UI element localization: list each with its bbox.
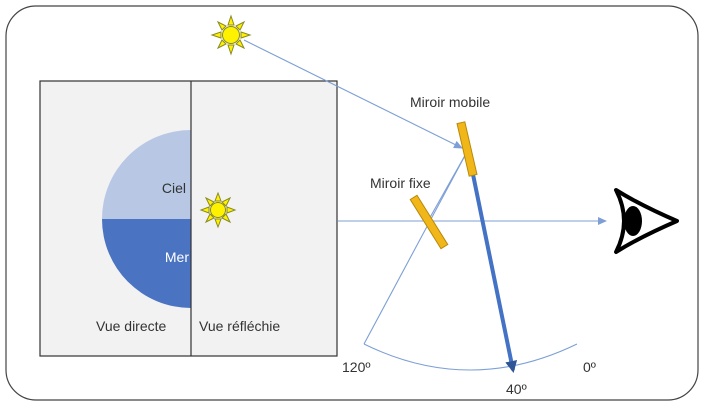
miroir-mobile-label: Miroir mobile: [410, 94, 490, 110]
light-rays: [243, 39, 607, 345]
horizon-view-panel: Ciel Mer Vue directe Vue réfléchie: [39, 80, 338, 357]
index-arm: [466, 149, 518, 373]
arc-left-radius: [363, 149, 469, 345]
angle-40-label: 40º: [506, 381, 527, 397]
mer-label: Mer: [165, 249, 189, 265]
sun-ray-to-mobile-mirror: [243, 39, 463, 149]
fixed-mirror: [409, 194, 449, 250]
sun-icon: [199, 191, 237, 229]
mobile-mirror: [456, 121, 478, 177]
angle-0-label: 0º: [583, 359, 596, 375]
miroir-fixe-label: Miroir fixe: [370, 175, 431, 191]
vue-reflechie-label: Vue réfléchie: [199, 318, 280, 334]
sea-half-disk: [102, 219, 191, 308]
sun-icon: [210, 14, 252, 56]
angle-120-label: 120º: [342, 359, 370, 375]
ciel-label: Ciel: [162, 180, 186, 196]
vue-directe-label: Vue directe: [96, 318, 167, 334]
graduated-arc: [363, 343, 578, 371]
eye-icon: [614, 188, 679, 254]
sky-half-disk: [102, 130, 191, 219]
